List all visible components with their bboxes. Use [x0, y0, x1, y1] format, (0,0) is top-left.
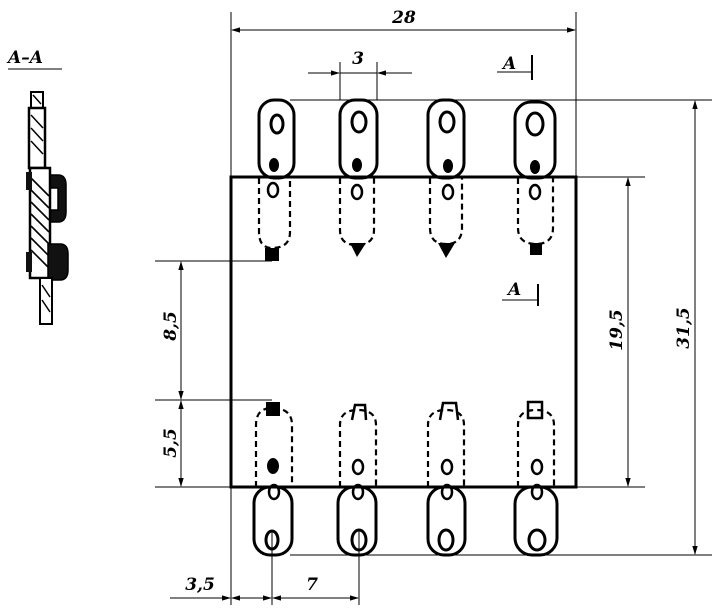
- dim-lower-offset-value: 5,5: [161, 428, 181, 458]
- dim-overall-height-value: 31,5: [674, 307, 694, 348]
- dim-pin-pitch-value: 7: [306, 575, 318, 595]
- pin-top-1: [257, 98, 296, 261]
- pin-top-4: [513, 100, 557, 255]
- dim-body-height: 19,5: [576, 176, 645, 488]
- dim-pin-width: 3: [308, 49, 412, 100]
- dim-edge-offset-value: 3,5: [185, 575, 215, 595]
- section-marker-top-label: A: [501, 54, 516, 74]
- pin-bottom-4: [513, 400, 559, 557]
- section-marker-top: A: [497, 54, 533, 80]
- section-marker-middle: A: [502, 280, 539, 306]
- pin-bottom-2: [336, 403, 378, 557]
- section-label: A–A: [6, 48, 43, 68]
- pin-bottom-1: [252, 402, 294, 557]
- component-body: [229, 175, 578, 489]
- dim-pin-width-value: 3: [352, 49, 364, 69]
- pin-top-3: [426, 98, 466, 258]
- section-profile: [26, 91, 69, 325]
- dim-overall-height: 31,5: [290, 99, 712, 556]
- pin-bottom-3: [426, 401, 467, 557]
- section-marker-middle-label: A: [506, 280, 521, 300]
- dim-left-stack: 8,5 5,5: [155, 260, 272, 488]
- section-view: A–A: [6, 48, 69, 325]
- dim-overall-width: 28: [230, 8, 577, 177]
- dim-bottom: 3,5 7: [170, 487, 360, 605]
- dim-overall-width-value: 28: [391, 8, 416, 28]
- top-pins: [257, 98, 557, 261]
- dim-upper-offset-value: 8,5: [161, 311, 181, 342]
- dim-body-height-value: 19,5: [607, 309, 627, 350]
- bottom-pins: [252, 400, 559, 557]
